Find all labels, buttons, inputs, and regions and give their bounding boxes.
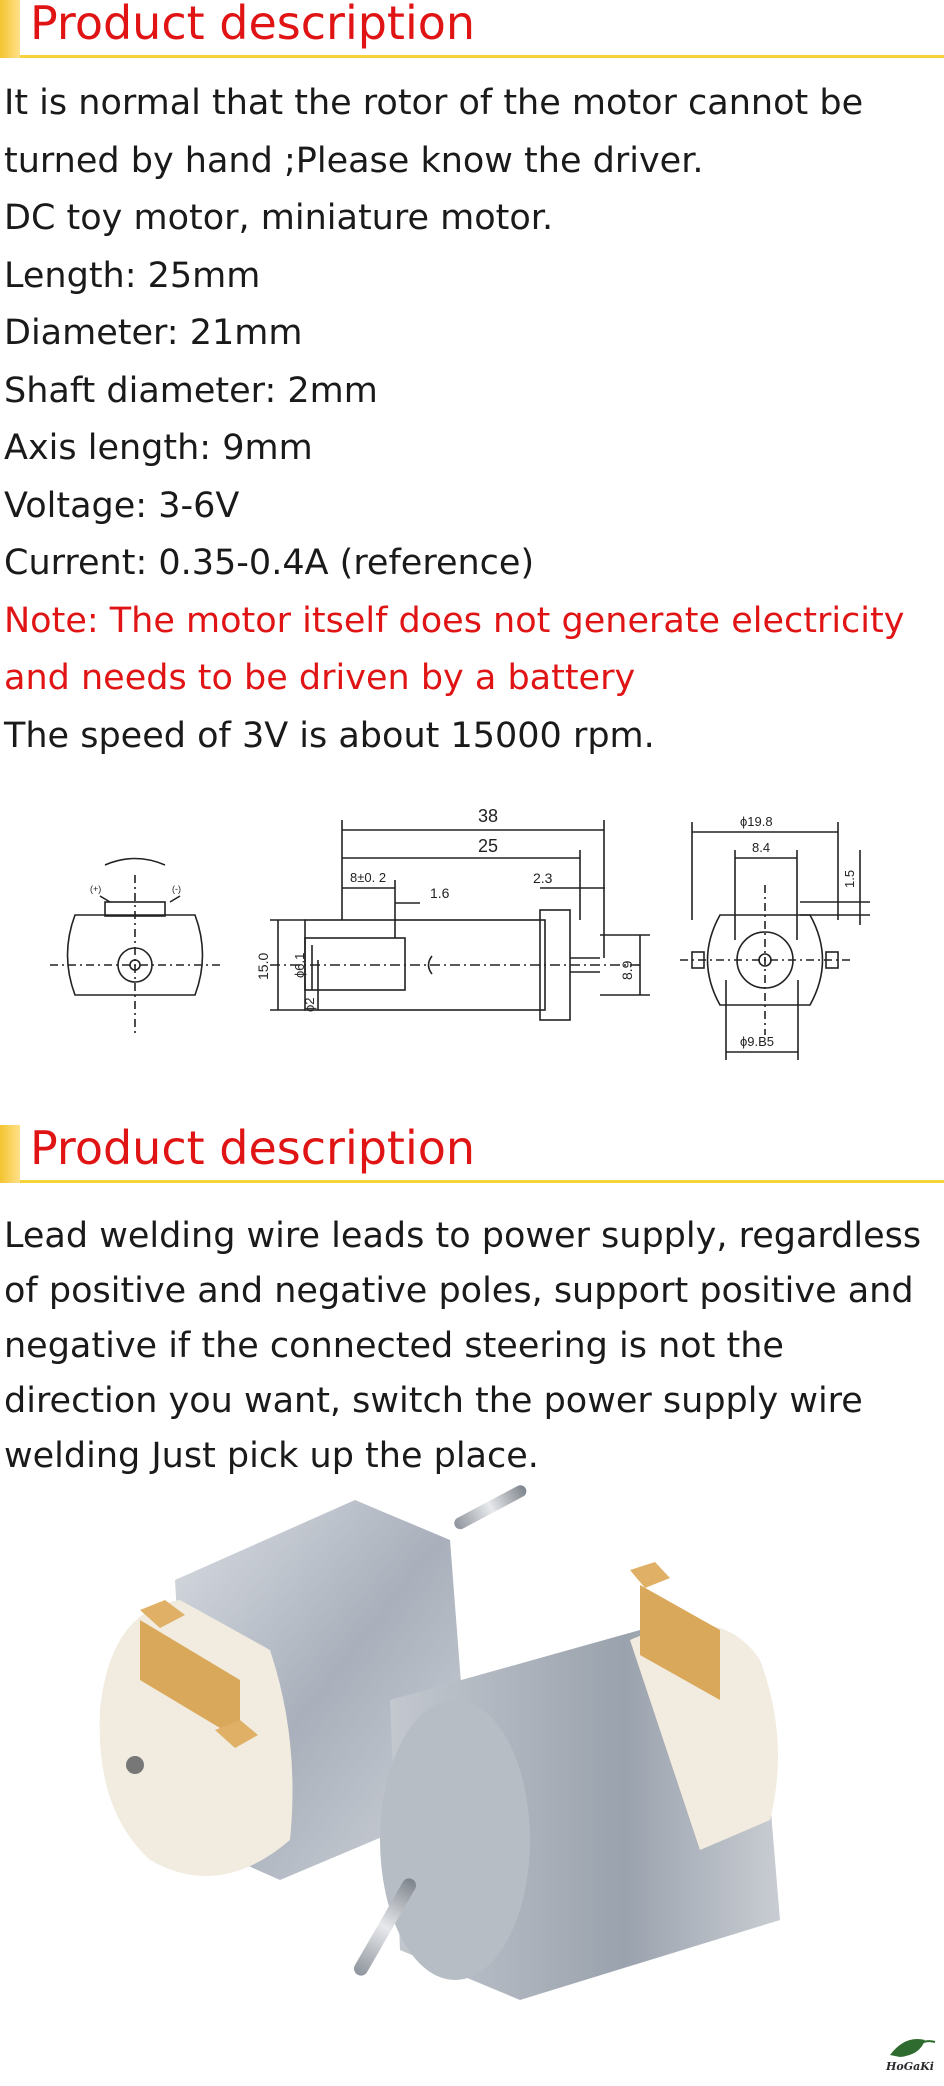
section-header-1: Product description	[0, 0, 944, 58]
motor-product-photo	[99, 1485, 780, 2000]
dim-1-6: 1.6	[430, 885, 450, 901]
spec-list: It is normal that the rotor of the motor…	[4, 75, 934, 765]
dim-8: 8±0. 2	[350, 870, 386, 885]
minus-terminal-label: (-)	[172, 884, 181, 894]
brand-logo: HoGaKi	[880, 2030, 940, 2082]
dim-total-length: 38	[478, 806, 498, 826]
note-line: and needs to be driven by a battery	[4, 658, 636, 698]
dim-9-85: ϕ9.B5	[740, 1034, 774, 1049]
section-title: Product description	[30, 1121, 476, 1175]
spec-line: turned by hand ;Please know the driver.	[4, 140, 704, 181]
brand-logo-text: HoGaKi	[886, 2060, 934, 2073]
motor-right	[354, 1562, 780, 2000]
dim-body-length: 25	[478, 836, 498, 856]
dim-15: 15.0	[255, 953, 271, 980]
wiring-description: Lead welding wire leads to power supply,…	[4, 1216, 922, 1476]
dim-19-8: ϕ19.8	[740, 814, 773, 829]
header-accent-bar	[0, 0, 20, 58]
dim-8-4: 8.4	[752, 840, 770, 855]
note-line: Note: The motor itself does not generate…	[4, 600, 905, 641]
front-view-right	[680, 822, 870, 1060]
motor-dimension-drawing: (+) (-) 38 25 8±0. 2 1.6 2.3 15.0 ϕ6.1 ϕ…	[50, 806, 870, 1060]
spec-line-shaft-diameter: Shaft diameter: 2mm	[4, 370, 378, 411]
spec-line-length: Length: 25mm	[4, 255, 261, 296]
header-underline	[20, 55, 944, 58]
plus-terminal-label: (+)	[90, 884, 101, 894]
spec-line-axis-length: Axis length: 9mm	[4, 428, 313, 468]
dim-8-9: 8.9	[619, 960, 635, 980]
header-accent-bar	[0, 1125, 20, 1183]
dim-6-1: ϕ6.1	[292, 953, 307, 978]
spec-line: It is normal that the rotor of the motor…	[4, 83, 864, 123]
spec-line-current: Current: 0.35-0.4A (reference)	[4, 543, 535, 583]
dim-2-3: 2.3	[533, 870, 553, 886]
section-title: Product description	[30, 0, 476, 50]
spec-line-voltage: Voltage: 3-6V	[4, 485, 240, 526]
leaf-icon	[890, 2039, 936, 2057]
header-underline	[20, 1180, 944, 1183]
side-view	[270, 820, 650, 1021]
dim-1-5: 1.5	[842, 870, 857, 888]
spec-line: DC toy motor, miniature motor.	[4, 198, 554, 238]
spec-line-speed: The speed of 3V is about 15000 rpm.	[4, 715, 655, 756]
front-view-left	[50, 857, 220, 1035]
dim-2: ϕ2	[302, 997, 317, 1012]
section-header-2: Product description	[0, 1121, 944, 1183]
spec-line-diameter: Diameter: 21mm	[4, 313, 303, 353]
